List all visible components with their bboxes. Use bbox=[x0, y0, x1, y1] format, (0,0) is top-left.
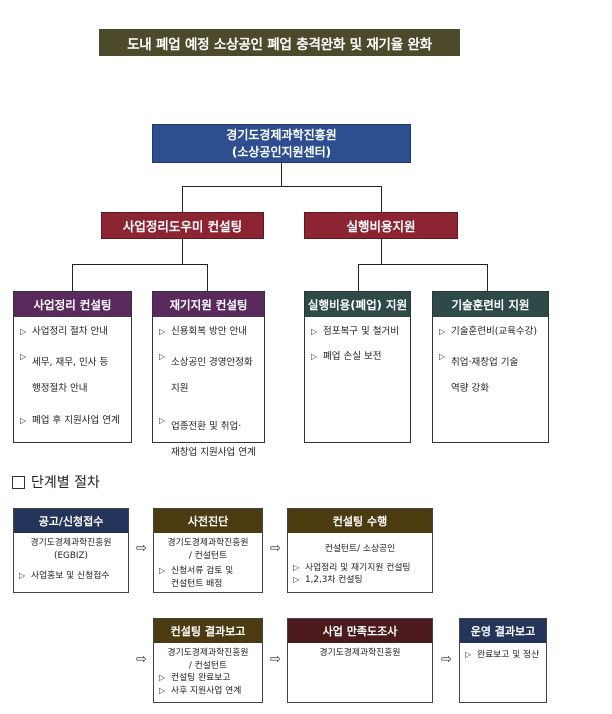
step-line: 경기도경제과학진흥원 bbox=[167, 538, 249, 548]
step-title: 운영 결과보고 bbox=[460, 619, 546, 643]
step-consulting: 컨설팅 수행 컨설턴트/ 소상공인 ▷사업정리 및 재기지원 컨설팅 ▷1,2,… bbox=[287, 508, 433, 593]
unit-title: 기술훈련비 지원 bbox=[433, 292, 548, 317]
connector bbox=[182, 186, 382, 187]
bullet-icon: ▷ bbox=[159, 352, 166, 361]
connector bbox=[72, 264, 208, 265]
bullet-icon: ▷ bbox=[159, 566, 166, 575]
step-title: 사전진단 bbox=[154, 509, 262, 533]
bullet-icon: ▷ bbox=[439, 327, 446, 336]
list-item: ▷소상공인 경영안정화 지원 bbox=[159, 350, 260, 402]
connector bbox=[182, 239, 183, 264]
bullet-icon: ▷ bbox=[465, 650, 472, 659]
arrow-icon: ⇨ bbox=[136, 652, 147, 667]
unit-training-cost: 기술훈련비 지원 ▷기술훈련비(교육수강) ▷취업·재창업 기술 역량 강화 bbox=[432, 291, 549, 443]
section-heading: 단계별 절차 bbox=[12, 472, 100, 492]
list-item: ▷업종전환 및 취업· 재창업 지원사업 연계 bbox=[159, 414, 260, 466]
step-title: 공고/신청접수 bbox=[14, 509, 128, 533]
unit-title: 사업정리 컨설팅 bbox=[14, 292, 131, 317]
square-icon bbox=[12, 475, 25, 489]
step-bullet: ▷사업정리 및 재기지원 컨설팅 bbox=[293, 562, 411, 573]
step-result-report: 컨설팅 결과보고 경기도경제과학진흥원 / 컨설턴트 ▷컨설팅 완료보고 ▷사후… bbox=[153, 618, 263, 703]
step-line: / 컨설턴트 bbox=[188, 660, 228, 671]
step-bullet: ▷완료보고 및 정산 bbox=[465, 650, 540, 660]
list-item: ▷폐업 손실 보전 bbox=[311, 351, 382, 362]
section-title: 단계별 절차 bbox=[31, 475, 100, 491]
list-item: ▷세무, 재무, 인사 등 행정절차 안내 bbox=[20, 350, 127, 402]
bullet-icon: ▷ bbox=[159, 673, 166, 682]
step-title: 컨설팅 결과보고 bbox=[154, 619, 262, 643]
step-title: 사업 만족도조사 bbox=[288, 619, 432, 643]
connector bbox=[182, 186, 183, 212]
org-name: 경기도경제과학진흥원 bbox=[226, 127, 337, 142]
arrow-icon: ⇨ bbox=[270, 541, 281, 556]
connector bbox=[72, 264, 73, 291]
list-item: ▷기술훈련비(교육수강) bbox=[439, 326, 538, 337]
bullet-icon: ▷ bbox=[20, 352, 27, 361]
connector bbox=[381, 239, 382, 264]
step-bullet: ▷사후 지원사업 연계 bbox=[159, 685, 242, 696]
unit-closure-consulting: 사업정리 컨설팅 ▷사업정리 절차 안내 ▷세무, 재무, 인사 등 행정절차 … bbox=[13, 291, 132, 443]
connector bbox=[281, 163, 282, 186]
branch-consulting: 사업정리도우미 컨설팅 bbox=[101, 212, 264, 239]
step-line: 컨설턴트/ 소상공인 bbox=[324, 544, 396, 554]
connector bbox=[207, 264, 208, 291]
unit-title: 실행비용(폐업) 지원 bbox=[305, 292, 410, 317]
step-satisfaction-survey: 사업 만족도조사 경기도경제과학진흥원 bbox=[287, 618, 433, 703]
bullet-icon: ▷ bbox=[20, 416, 27, 425]
bullet-icon: ▷ bbox=[293, 562, 300, 572]
step-line: / 컨설턴트 bbox=[188, 550, 228, 561]
arrow-icon: ⇨ bbox=[136, 541, 147, 556]
arrow-icon: ⇨ bbox=[441, 652, 452, 667]
step-line: 경기도경제과학진흥원 bbox=[319, 648, 401, 658]
step-pre-diagnosis: 사전진단 경기도경제과학진흥원 / 컨설턴트 ▷신청서류 검토 및 컨설턴트 배… bbox=[153, 508, 263, 593]
unit-closure-cost: 실행비용(폐업) 지원 ▷점포복구 및 철거비 ▷폐업 손실 보전 bbox=[304, 291, 411, 443]
list-item: ▷사업정리 절차 안내 bbox=[20, 326, 108, 337]
connector bbox=[487, 264, 488, 291]
step-line: (EGBIZ) bbox=[54, 550, 88, 561]
org-subtitle: (소상공인지원센터) bbox=[231, 144, 332, 159]
bullet-icon: ▷ bbox=[159, 327, 166, 336]
step-bullet: ▷1,2,3차 컨설팅 bbox=[293, 575, 363, 585]
connector bbox=[358, 264, 359, 291]
bullet-icon: ▷ bbox=[159, 685, 166, 695]
step-bullet: ▷컨설팅 완료보고 bbox=[159, 673, 231, 683]
connector bbox=[358, 264, 488, 265]
bullet-icon: ▷ bbox=[159, 416, 166, 425]
bullet-icon: ▷ bbox=[20, 327, 27, 336]
title-banner: 도내 폐업 예정 소상공인 폐업 충격완화 및 재기율 완화 bbox=[99, 29, 460, 56]
bullet-icon: ▷ bbox=[19, 571, 26, 580]
step-bullet: ▷신청서류 검토 및 컨설턴트 배정 bbox=[159, 566, 234, 589]
bullet-icon: ▷ bbox=[439, 352, 446, 361]
unit-recovery-consulting: 재기지원 컨설팅 ▷신용회복 방안 안내 ▷소상공인 경영안정화 지원 ▷업종전… bbox=[152, 291, 265, 458]
step-title: 컨설팅 수행 bbox=[288, 509, 432, 533]
bullet-icon: ▷ bbox=[293, 575, 300, 584]
step-operation-report: 운영 결과보고 ▷완료보고 및 정산 bbox=[459, 618, 547, 703]
list-item: ▷신용회복 방안 안내 bbox=[159, 326, 247, 337]
list-item: ▷취업·재창업 기술 역량 강화 bbox=[439, 350, 544, 402]
bullet-icon: ▷ bbox=[311, 352, 318, 361]
org-box: 경기도경제과학진흥원 (소상공인지원센터) bbox=[152, 124, 411, 163]
step-bullet: ▷사업홍보 및 신청접수 bbox=[19, 571, 110, 581]
step-application: 공고/신청접수 경기도경제과학진흥원 (EGBIZ) ▷사업홍보 및 신청접수 bbox=[13, 508, 129, 593]
branch-cost-support: 실행비용지원 bbox=[304, 212, 458, 239]
list-item: ▷폐업 후 지원사업 연계 bbox=[20, 415, 120, 426]
unit-title: 재기지원 컨설팅 bbox=[153, 292, 264, 317]
step-line: 경기도경제과학진흥원 bbox=[30, 538, 112, 548]
list-item: ▷점포복구 및 철거비 bbox=[311, 326, 399, 337]
step-line: 경기도경제과학진흥원 bbox=[167, 648, 249, 658]
arrow-icon: ⇨ bbox=[270, 652, 281, 667]
bullet-icon: ▷ bbox=[311, 327, 318, 336]
connector bbox=[381, 186, 382, 212]
